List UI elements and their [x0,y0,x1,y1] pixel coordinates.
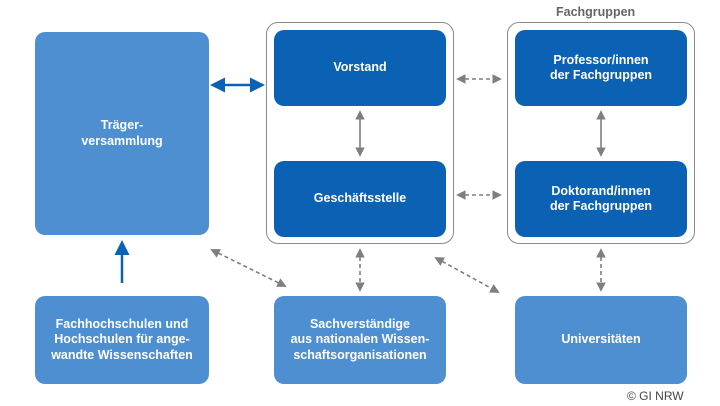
sachverstaendige-box: Sachverständige aus nationalen Wissen- s… [274,296,446,384]
executive-frame [266,22,454,244]
geschaeftsstelle-box: Geschäftsstelle [274,161,446,237]
fachgruppen-frame [507,22,695,244]
arrow-traeger-sachverstaendige [210,249,287,287]
fachgruppen-title: Fachgruppen [556,5,636,19]
professoren-box: Professor/innen der Fachgruppen [515,30,687,106]
fachhochschulen-box: Fachhochschulen und Hochschulen für ange… [35,296,209,384]
doktoranden-box: Doktorand/innen der Fachgruppen [515,161,687,237]
vorstand-box: Vorstand [274,30,446,106]
arrow-frame-universitaeten [434,257,500,293]
copyright-notice: © GI NRW [627,389,684,403]
universitaeten-box: Universitäten [515,296,687,384]
traegerversammlung-box: Träger- versammlung [35,32,209,235]
